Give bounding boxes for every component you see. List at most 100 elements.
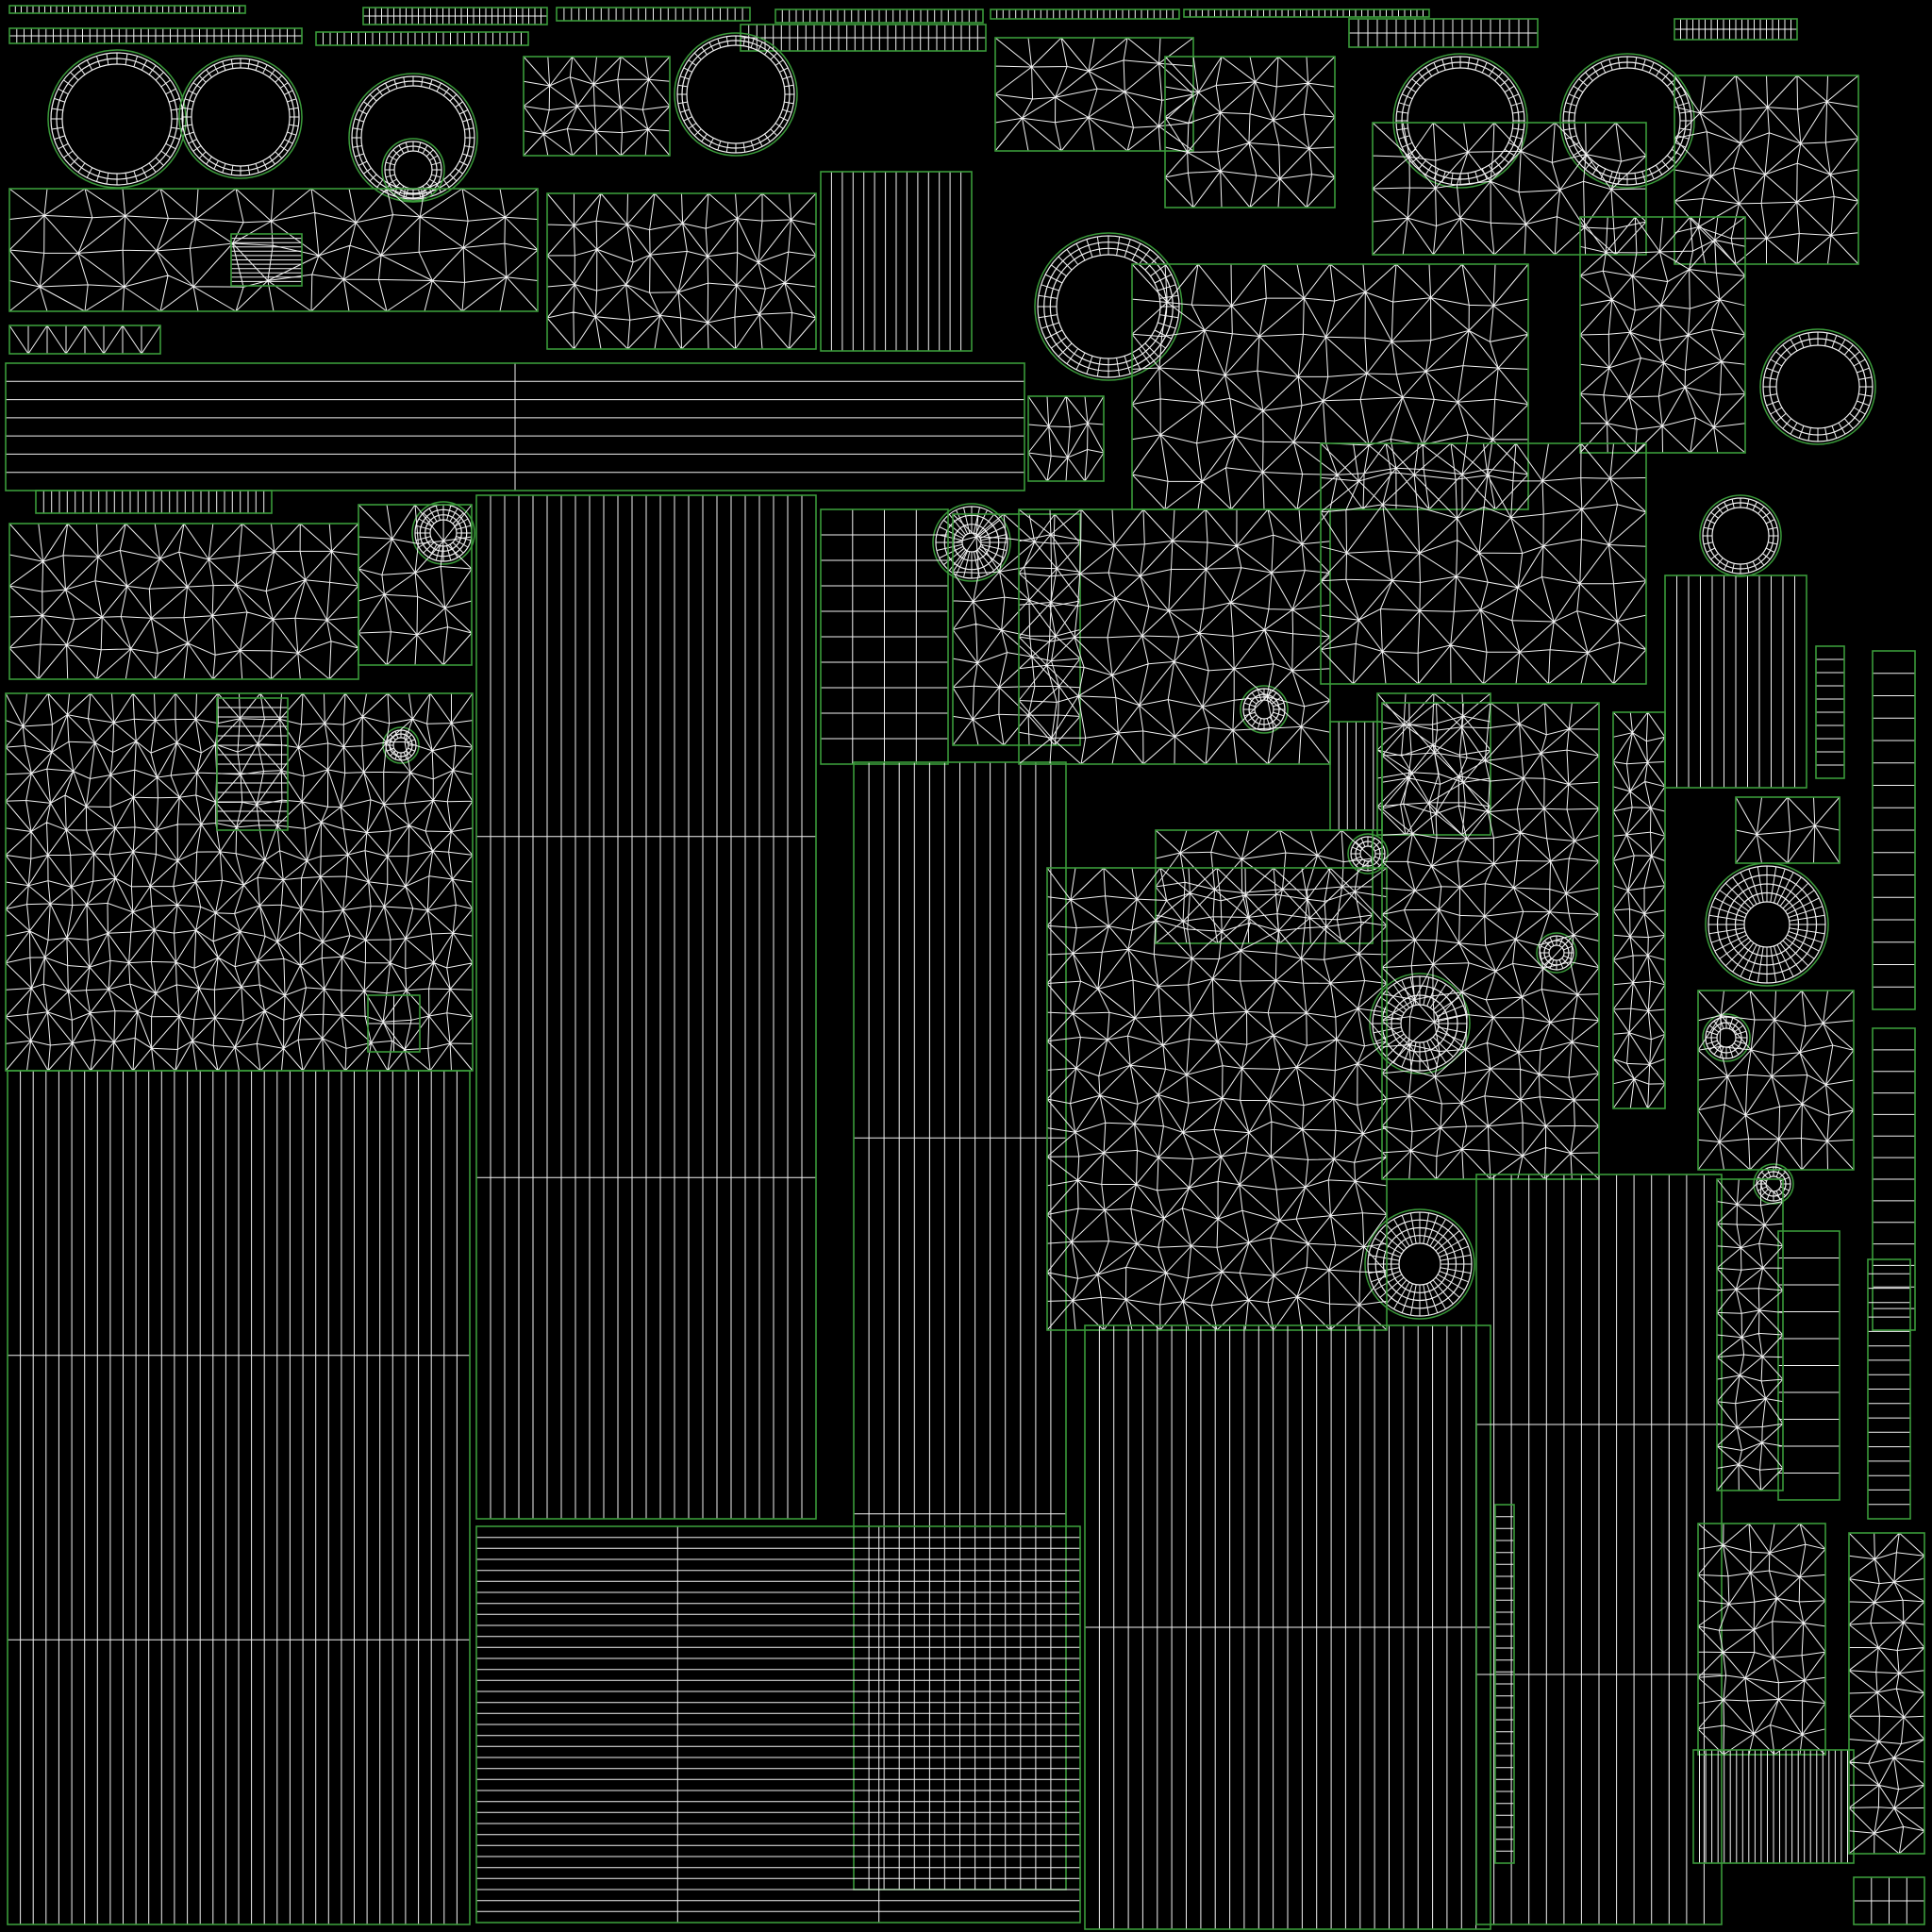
uv-island-radial-ring [1699,494,1782,577]
island-border [1559,53,1695,189]
wireframe-edges [1815,645,1845,779]
island-border [1084,1324,1491,1930]
uv-island-radial-ring [47,49,187,189]
island-border [230,233,303,287]
wireframe-edges [8,5,246,14]
island-border [315,31,529,46]
uv-island-quad-strip [1183,8,1430,18]
island-border [8,27,303,44]
island-border [1716,1178,1784,1491]
uv-island-triangulated-patch [358,504,473,666]
island-border [216,697,289,831]
uv-island-quad-strip [7,1070,471,1925]
island-border [820,171,973,352]
uv-island-radial-ring [1364,1208,1475,1320]
island-border [1131,263,1529,510]
island-border [1494,1504,1515,1864]
uv-island-quad-strip [5,362,1025,491]
wireframe-edges [5,362,1025,491]
island-border [774,8,984,24]
island-border [932,503,1011,582]
ring-spokes [1563,57,1691,185]
wireframe-edges [7,1070,471,1925]
island-border [994,37,1194,152]
uv-island-radial-ring [1702,1013,1751,1062]
uv-island-triangulated-patch [952,513,1081,746]
island-border [1475,1174,1723,1925]
uv-island-triangulated-patch [1674,75,1859,265]
island-border [475,494,817,1520]
island-border [1536,932,1577,974]
ring-spokes [385,142,441,198]
wireframe-edges [990,8,1180,20]
island-border [35,490,273,514]
wireframe-edges [35,490,273,514]
island-border [1674,75,1859,265]
uv-islands-group [5,5,1925,1930]
island-border [1183,8,1430,18]
uv-island-quad-strip [1872,1027,1916,1331]
wireframe-edges [1674,18,1798,41]
island-border [1376,692,1491,836]
wireframe-edges [1872,650,1916,1010]
uv-island-quad-strip [1853,1876,1925,1925]
uv-island-quad-strip [1872,650,1916,1010]
island-border [7,1070,471,1925]
island-border [1735,796,1840,864]
island-border [1777,1230,1840,1501]
island-border [1753,1163,1794,1205]
uv-island-triangulated-patch [523,56,671,157]
uv-island-quad-strip [35,490,273,514]
wireframe-edges [556,7,751,22]
wireframe-edges [774,8,984,24]
uv-island-radial-ring [932,503,1011,582]
island-border [1348,18,1539,48]
ring-spokes [1763,332,1873,441]
ring-spokes [1703,498,1778,574]
wireframe-edges [1853,1876,1925,1925]
uv-island-triangulated-patch [1131,263,1529,510]
uv-island-triangulated-patch [1381,702,1600,1180]
uv-island-radial-ring [1759,328,1876,445]
island-border [990,8,1180,20]
island-border [382,726,420,764]
uv-island-triangulated-patch [546,192,817,350]
island-border [1697,1523,1826,1756]
uv-island-quad-strip [1777,1230,1840,1501]
uv-island-quad-strip [1867,1258,1911,1520]
island-border [1692,1749,1855,1864]
ring-spokes [1038,236,1179,377]
wireframe-edges [1867,1258,1911,1520]
wireframe-edges [820,508,949,765]
uv-island-quad-strip [367,994,421,1053]
uv-island-quad-strip [8,27,303,44]
uv-island-quad-strip [1084,1324,1491,1930]
island-border [367,994,421,1053]
island-border [1853,1876,1925,1925]
wireframe-edges [475,1525,1081,1924]
island-border [1848,1532,1925,1855]
ring-spokes [1708,866,1825,983]
uv-island-quad-strip [1664,575,1807,789]
island-border [475,1525,1081,1924]
uv-island-quad-strip [475,494,817,1520]
uv-island-quad-strip [1692,1749,1855,1864]
wireframe-edges [1692,1749,1855,1864]
uv-island-quad-strip [1329,721,1383,831]
island-border [1329,721,1383,831]
island-border [523,56,671,157]
uv-island-quad-strip [820,171,973,352]
uv-island-quad-strip [216,697,289,831]
island-border [47,49,187,189]
island-border [1155,829,1374,944]
uv-island-quad-strip [774,8,984,24]
island-border [178,55,303,179]
island-border [411,501,475,565]
island-border [1392,53,1528,189]
uv-island-quad-strip [1815,645,1845,779]
uv-island-quad-strip [315,31,529,46]
uv-island-triangulated-patch [1579,216,1746,454]
island-border [1759,328,1876,445]
island-border [1372,122,1647,256]
